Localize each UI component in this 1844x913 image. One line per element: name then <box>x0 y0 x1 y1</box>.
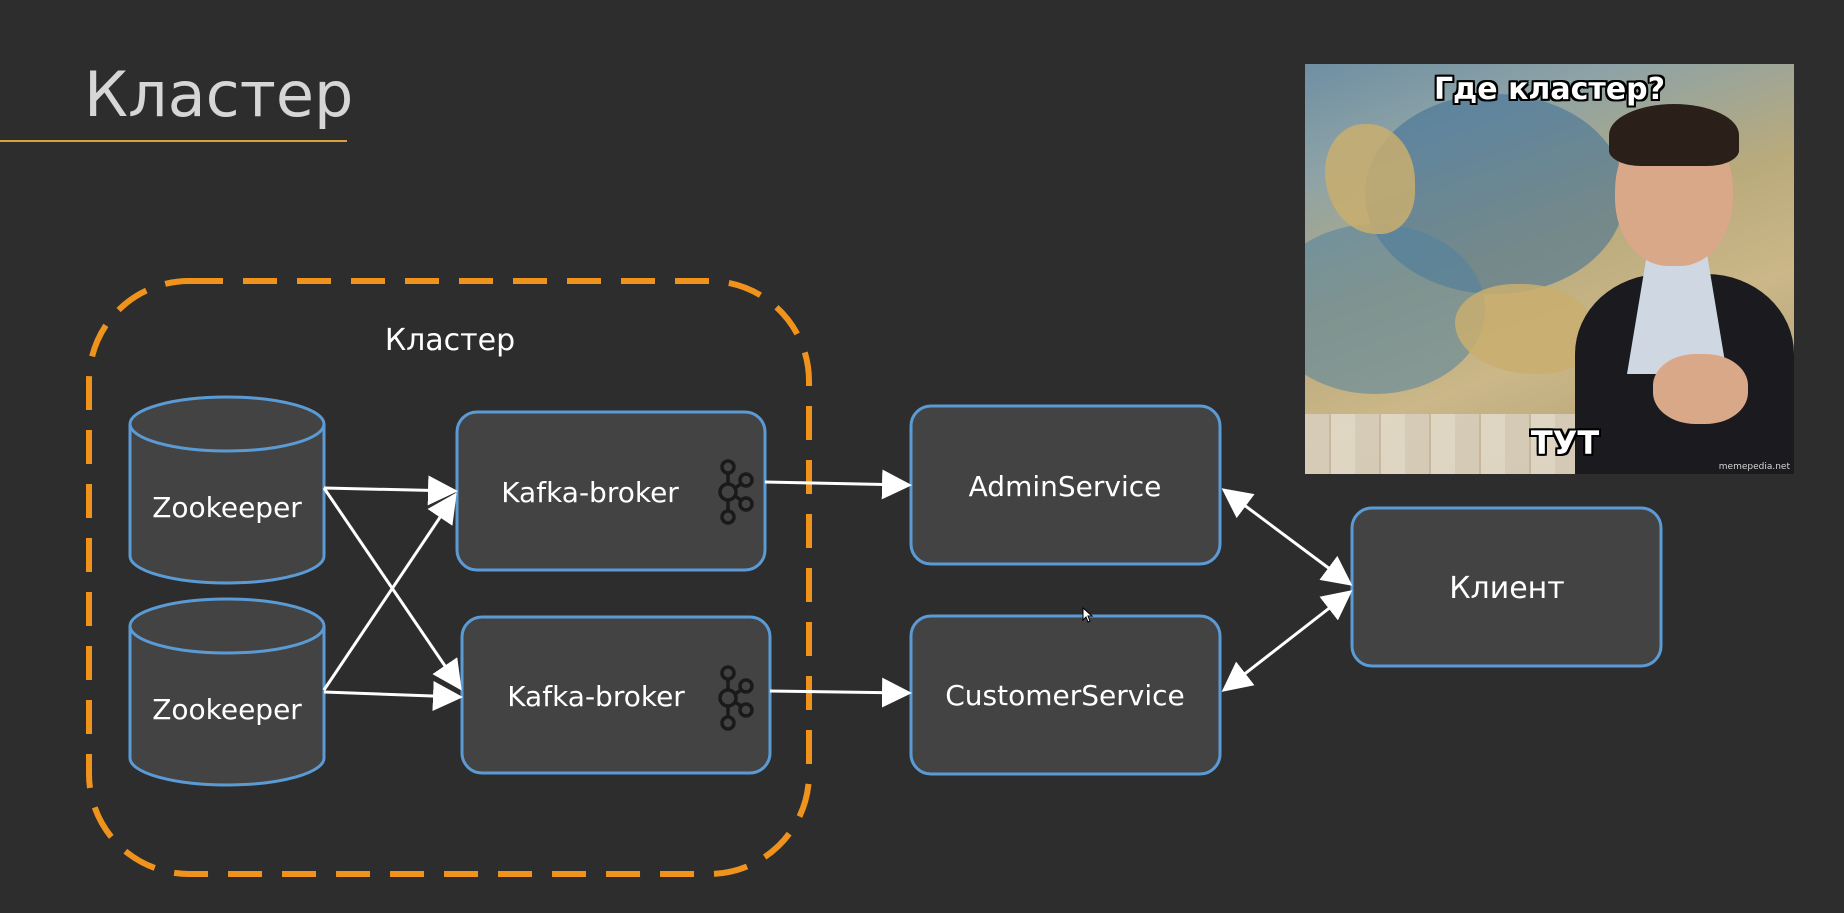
arrow-customer-client <box>1221 590 1353 692</box>
cluster-boundary <box>86 278 812 877</box>
zookeeper-node-2[interactable]: Zookeeper <box>128 597 326 787</box>
arrow-broker1-admin <box>764 469 912 500</box>
kafka-broker-label-2: Kafka-broker <box>507 680 685 713</box>
kafka-broker-label-1: Kafka-broker <box>501 476 679 509</box>
customer-service-label: CustomerService <box>945 679 1185 712</box>
map-ocean <box>1305 224 1485 394</box>
zookeeper-label-2: Zookeeper <box>152 693 302 726</box>
title-underline <box>0 140 347 142</box>
kafka-broker-2[interactable]: Kafka-broker <box>460 615 772 775</box>
meme-watermark: memepedia.net <box>1718 462 1790 472</box>
admin-service-node[interactable]: AdminService <box>909 404 1222 566</box>
meme-bottom-caption: ТУТ <box>1530 424 1600 462</box>
mouse-cursor-icon <box>1082 607 1094 623</box>
zookeeper-label-1: Zookeeper <box>152 491 302 524</box>
map-land <box>1325 124 1415 234</box>
admin-service-label: AdminService <box>969 470 1162 503</box>
meme-top-caption: Где кластер? <box>1433 72 1666 107</box>
client-label: Клиент <box>1449 571 1565 606</box>
arrow-admin-client <box>1221 488 1353 586</box>
zookeeper-node-1[interactable]: Zookeeper <box>128 395 326 585</box>
client-node[interactable]: Клиент <box>1350 506 1663 668</box>
meme-image: Где кластер? ТУТ memepedia.net <box>1305 64 1794 474</box>
kafka-broker-1[interactable]: Kafka-broker <box>455 410 767 572</box>
boy-hand <box>1653 354 1748 424</box>
cluster-label: Кластер <box>385 323 515 358</box>
boy-hair <box>1609 104 1739 166</box>
kafka-icon <box>718 459 754 525</box>
customer-service-node[interactable]: CustomerService <box>909 614 1222 776</box>
boy-figure <box>1575 104 1794 474</box>
arrow-zk1-broker1 <box>323 475 458 506</box>
arrow-broker2-customer <box>769 677 912 708</box>
map-land <box>1455 284 1595 374</box>
arrow-zk2-broker2 <box>323 681 463 711</box>
arrow-zk2-broker1 <box>322 492 457 691</box>
slide-title: Кластер <box>84 58 354 131</box>
kafka-icon <box>718 665 754 731</box>
